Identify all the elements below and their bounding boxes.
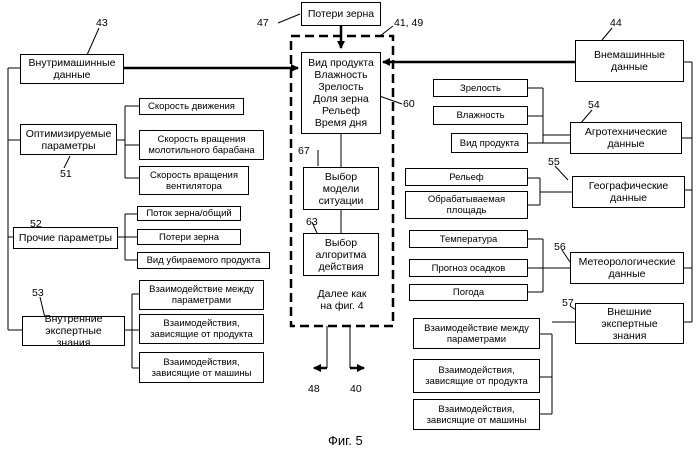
crop-type-left-box: Вид убираемого продукта	[137, 252, 270, 269]
ref-53: 53	[32, 287, 44, 299]
humidity-box: Влажность	[433, 106, 528, 125]
internal-expert-box: Внутренние экспертные знания	[22, 316, 125, 346]
agrotech-box: Агротехнические данные	[570, 122, 682, 154]
speed-motion-box: Скорость движения	[139, 98, 244, 115]
int-param-interaction-box: Взаимодействие между параметрами	[139, 280, 264, 310]
ripeness-box: Зрелость	[433, 79, 528, 97]
grain-loss-box: Потери зерна	[137, 229, 241, 245]
external-data-box: Внемашинные данные	[575, 40, 684, 82]
ref-40: 40	[350, 383, 362, 395]
ref-43: 43	[96, 17, 108, 29]
relief-box: Рельеф	[405, 168, 528, 186]
select-model-box: Выбор модели ситуации	[303, 167, 379, 210]
figure-caption: Фиг. 5	[328, 433, 363, 448]
select-algorithm-box: Выбор алгоритма действия	[303, 233, 379, 276]
optimized-params-box: Оптимизируемые параметры	[20, 124, 117, 155]
ext-product-interaction-box: Взаимодействия, зависящие от продукта	[413, 359, 540, 393]
drum-speed-box: Скорость вращения молотильного барабана	[139, 130, 264, 160]
geo-box: Географические данные	[572, 176, 685, 208]
fan-speed-box: Скорость вращения вентилятора	[139, 166, 249, 195]
temperature-box: Температура	[409, 230, 528, 248]
center-note: Далее как на фиг. 4	[298, 288, 386, 312]
ref-56: 56	[554, 241, 566, 253]
ref-54: 54	[588, 99, 600, 111]
center-params-box: Вид продукта Влажность Зрелость Доля зер…	[301, 52, 381, 134]
ext-param-interaction-box: Взаимодействие между параметрами	[413, 318, 540, 349]
ref-60: 60	[403, 98, 415, 110]
ref-44: 44	[610, 17, 622, 29]
crop-type-right-box: Вид продукта	[451, 133, 528, 153]
other-params-box: Прочие параметры	[13, 227, 118, 249]
meteo-box: Метеорологические данные	[570, 252, 684, 284]
ref-48: 48	[308, 383, 320, 395]
int-machine-interaction-box: Взаимодействия, зависящие от машины	[139, 352, 264, 383]
ext-machine-interaction-box: Взаимодействия, зависящие от машины	[413, 399, 540, 430]
internal-data-box: Внутримашинные данные	[20, 54, 124, 84]
ref-47: 47	[257, 17, 269, 29]
ref-41-49: 41, 49	[394, 17, 423, 29]
ref-57: 57	[562, 297, 574, 309]
ref-51: 51	[60, 168, 72, 180]
ref-63: 63	[306, 216, 318, 228]
weather-box: Погода	[409, 284, 528, 301]
ref-67: 67	[298, 145, 310, 157]
area-box: Обрабатываемая площадь	[405, 191, 528, 219]
precipitation-box: Прогноз осадков	[409, 259, 528, 277]
grain-flow-box: Поток зерна/общий	[137, 206, 241, 221]
int-product-interaction-box: Взаимодействия, зависящие от продукта	[139, 314, 264, 344]
grain-loss-top-box: Потери зерна	[301, 2, 381, 26]
ref-55: 55	[548, 156, 560, 168]
external-expert-box: Внешние экспертные знания	[575, 303, 684, 344]
